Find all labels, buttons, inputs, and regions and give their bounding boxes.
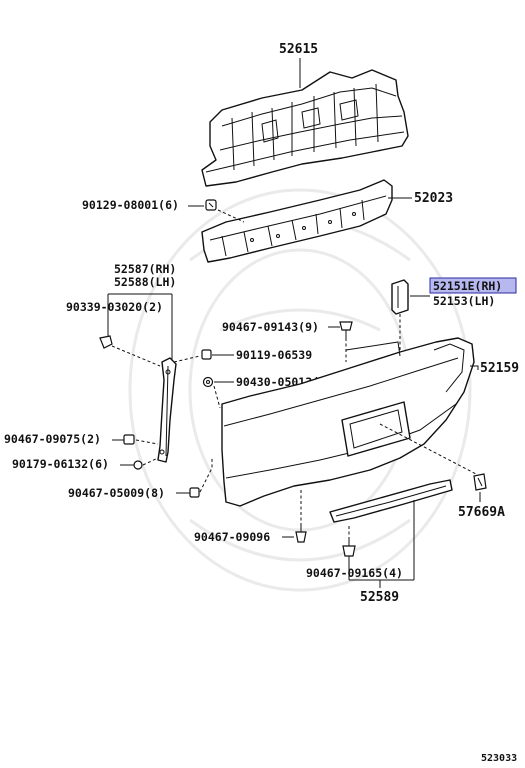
diagram-id: 523033 bbox=[481, 753, 517, 764]
part-52615-reinforcement[interactable] bbox=[201, 69, 409, 187]
label-90119-06539[interactable]: 90119-06539 bbox=[236, 348, 312, 362]
fastener-90467-05009[interactable] bbox=[189, 487, 200, 498]
dash-90430 bbox=[213, 385, 221, 409]
label-90467-05009[interactable]: 90467-05009(8) bbox=[68, 486, 165, 500]
label-52023[interactable]: 52023 bbox=[414, 191, 453, 206]
dash-90179 bbox=[142, 457, 159, 466]
label-90467-09165[interactable]: 90467-09165(4) bbox=[306, 566, 403, 580]
part-52587-side-bracket[interactable] bbox=[157, 357, 177, 463]
fastener-90467-09075[interactable] bbox=[123, 434, 135, 445]
label-52151e[interactable]: 52151E(RH) bbox=[433, 279, 502, 293]
leader-52587-bracket bbox=[107, 293, 173, 360]
part-52589-lower-trim[interactable] bbox=[329, 479, 453, 523]
label-90339-03020[interactable]: 90339-03020(2) bbox=[66, 300, 163, 314]
label-90467-09143[interactable]: 90467-09143(9) bbox=[222, 320, 319, 334]
fastener-90467-09165[interactable] bbox=[342, 540, 356, 557]
fastener-90430-05013[interactable] bbox=[202, 376, 214, 388]
label-52589[interactable]: 52589 bbox=[360, 590, 399, 605]
label-52588[interactable]: 52588(LH) bbox=[114, 275, 176, 289]
fastener-90467-09143[interactable] bbox=[339, 321, 353, 338]
dash-90467-05009 bbox=[199, 458, 213, 493]
fastener-90129-08001[interactable] bbox=[205, 199, 217, 211]
fastener-90119-06539[interactable] bbox=[201, 349, 212, 360]
fastener-90467-09096[interactable] bbox=[295, 526, 307, 543]
fastener-90339-03020[interactable] bbox=[99, 335, 113, 349]
part-52159-bumper-cover[interactable] bbox=[221, 337, 475, 507]
dash-90339 bbox=[111, 345, 161, 367]
part-52023-bumper-bar[interactable] bbox=[201, 179, 393, 263]
leader-52589-bracket bbox=[348, 500, 415, 588]
label-90467-09075[interactable]: 90467-09075(2) bbox=[4, 432, 101, 446]
label-90129-08001[interactable]: 90129-08001(6) bbox=[82, 198, 179, 212]
label-90179-06132[interactable]: 90179-06132(6) bbox=[12, 457, 109, 471]
dash-90129 bbox=[217, 209, 245, 223]
leader-52159 bbox=[470, 365, 479, 370]
dash-90467-09075 bbox=[135, 439, 159, 445]
highlight-52151e bbox=[429, 277, 517, 294]
label-52587[interactable]: 52587(RH) bbox=[114, 262, 176, 276]
label-52153[interactable]: 52153(LH) bbox=[433, 294, 495, 308]
part-52151e-reflector[interactable] bbox=[391, 279, 409, 315]
label-90467-09096[interactable]: 90467-09096 bbox=[194, 530, 270, 544]
dash-90119 bbox=[173, 355, 201, 363]
label-52159[interactable]: 52159 bbox=[480, 361, 519, 376]
dash-52589 bbox=[379, 423, 477, 475]
fastener-90179-06132[interactable] bbox=[133, 460, 143, 470]
label-52615[interactable]: 52615 bbox=[279, 42, 318, 57]
fastener-57669a[interactable] bbox=[473, 473, 487, 491]
label-57669a[interactable]: 57669A bbox=[458, 505, 505, 520]
